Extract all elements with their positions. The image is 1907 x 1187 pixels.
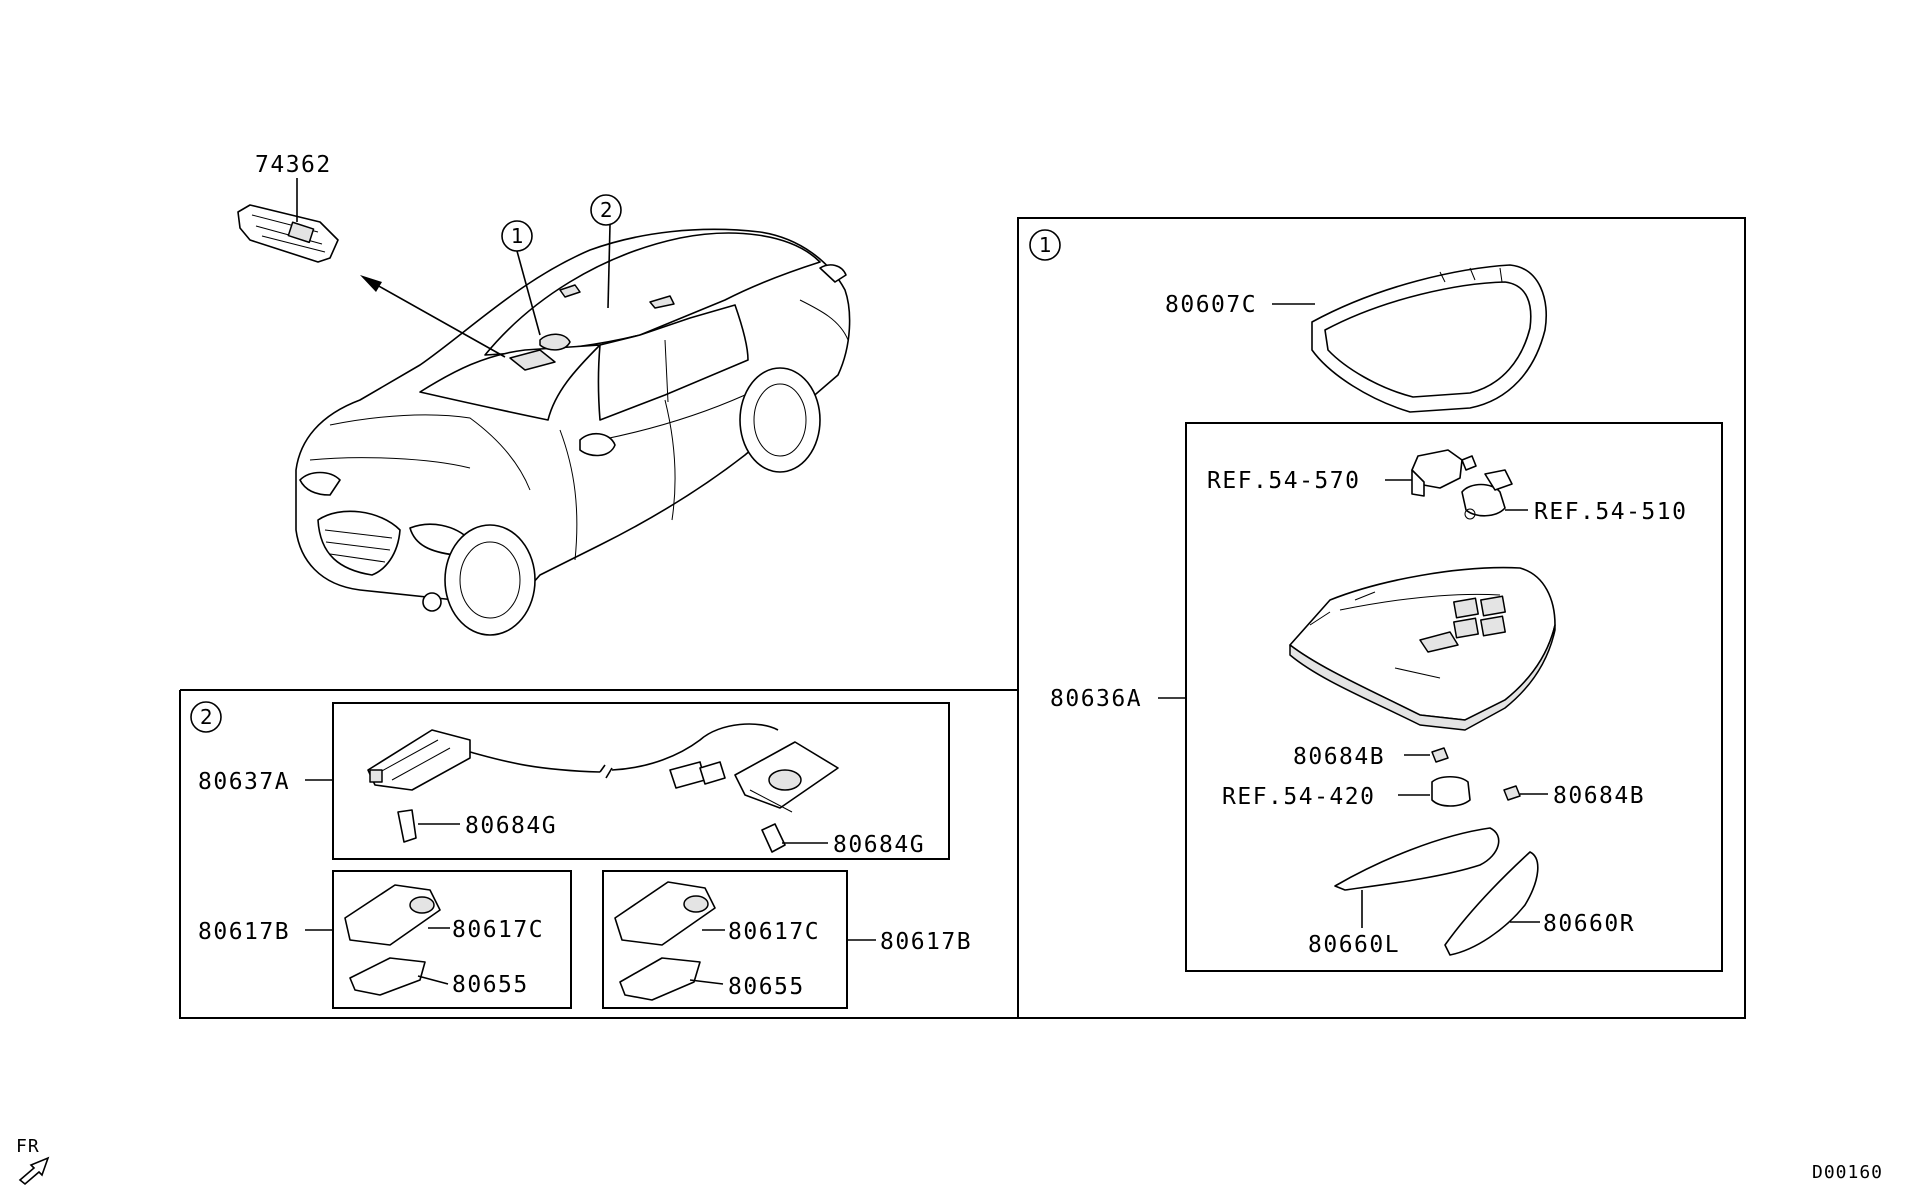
part-label-80617C-left: 80617C xyxy=(452,917,544,943)
part-label-80684B-right: 80684B xyxy=(1553,783,1645,809)
ref-label-54-570: REF.54-570 xyxy=(1207,468,1360,494)
ref-54-420-drawing xyxy=(1431,775,1471,807)
part-80637A-drawing xyxy=(367,723,839,813)
part-label-80607C: 80607C xyxy=(1165,292,1257,318)
callout-1-label: 1 xyxy=(511,224,524,248)
part-label-80684B-upper: 80684B xyxy=(1293,744,1385,770)
pointer-arrow-line xyxy=(367,279,506,358)
ref-54-570-drawing xyxy=(1411,449,1477,497)
ref-label-54-510: REF.54-510 xyxy=(1534,499,1687,525)
front-direction-label: FR xyxy=(16,1136,40,1157)
section-2-frame xyxy=(179,689,1019,1019)
part-label-80636A: 80636A xyxy=(1050,686,1142,712)
part-label-80655-left: 80655 xyxy=(452,972,529,998)
part-label-80617C-right: 80617C xyxy=(728,919,820,945)
part-label-80655-right: 80655 xyxy=(728,974,805,1000)
ref-label-54-420: REF.54-420 xyxy=(1222,784,1375,810)
part-80617B-left-drawing xyxy=(344,884,441,996)
front-direction-arrow-icon xyxy=(18,1156,50,1186)
part-80660R-drawing xyxy=(1444,851,1539,956)
leader-80655-left xyxy=(417,975,449,985)
leader-80655-right xyxy=(689,979,724,985)
part-label-80660L: 80660L xyxy=(1308,932,1400,958)
part-label-80684G-left: 80684G xyxy=(465,813,557,839)
section-1-callout-label: 1 xyxy=(1039,233,1052,257)
drawing-code: D00160 xyxy=(1812,1162,1883,1183)
callout-2-label: 2 xyxy=(600,198,613,222)
part-label-80660R: 80660R xyxy=(1543,911,1635,937)
part-74362-drawing xyxy=(237,204,339,263)
section-2-callout-label: 2 xyxy=(200,705,213,729)
part-label-80617B-right: 80617B xyxy=(880,929,972,955)
bulb-80684G-right-icon xyxy=(761,823,786,853)
arrow-head-icon xyxy=(360,275,382,292)
part-80607C-drawing xyxy=(1311,264,1547,413)
part-label-80637A: 80637A xyxy=(198,769,290,795)
callout-2-circle xyxy=(590,194,622,226)
part-80617B-right-drawing xyxy=(614,881,716,1001)
section-1-callout-circle xyxy=(1029,229,1061,261)
part-label-80617B-left: 80617B xyxy=(198,919,290,945)
callout-1-leader xyxy=(516,250,541,336)
bulb-80684B-right-icon xyxy=(1503,785,1521,801)
part-label-74362: 74362 xyxy=(255,152,332,178)
bulb-80684B-upper-icon xyxy=(1431,747,1449,763)
ref-54-510-drawing xyxy=(1461,469,1513,520)
part-80636A-drawing xyxy=(1289,566,1556,731)
vehicle-illustration xyxy=(295,228,851,636)
section-2-callout-circle xyxy=(190,701,222,733)
part-80660L-drawing xyxy=(1334,827,1500,891)
part-label-80684G-right: 80684G xyxy=(833,832,925,858)
callout-2-leader xyxy=(607,224,611,309)
bulb-80684G-left-icon xyxy=(397,809,417,843)
